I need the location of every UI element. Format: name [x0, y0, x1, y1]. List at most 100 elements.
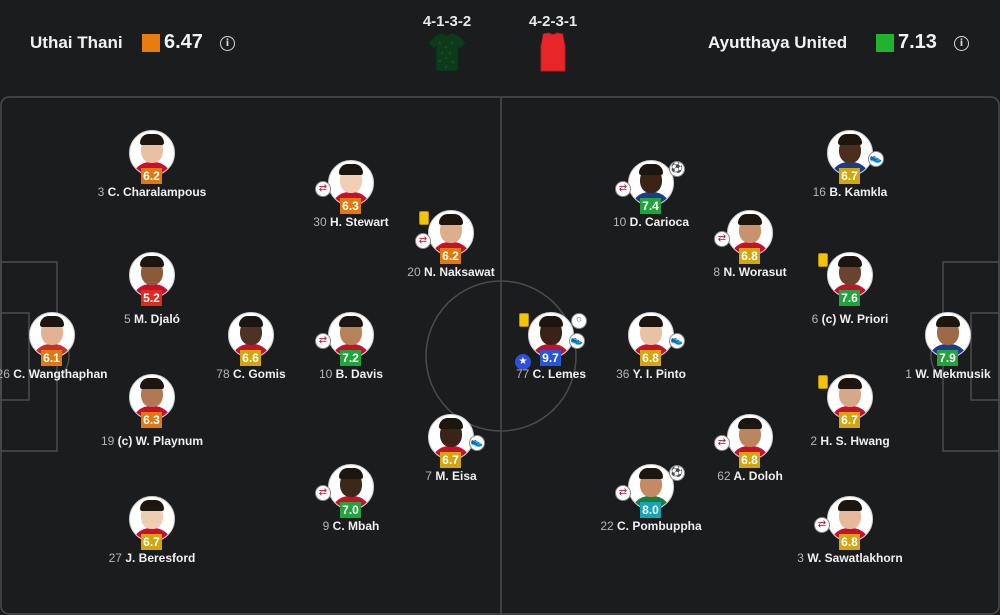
home-team-rating: 6.47 — [164, 31, 203, 53]
player-card[interactable]: 👟 6.7 7 M. Eisa — [391, 414, 511, 494]
substitution-icon: ⇄ — [615, 181, 631, 197]
player-number: 10 — [612, 215, 627, 229]
player-name-text: N. Naksawat — [424, 265, 495, 279]
player-card[interactable]: ⇄ 6.8 62 A. Doloh — [690, 414, 810, 494]
home-info-icon[interactable]: i — [220, 36, 235, 51]
assist-boot-icon: 👟 — [469, 435, 485, 451]
away-team-name[interactable]: Ayutthaya United — [708, 33, 848, 52]
player-card[interactable]: 5.2 5 M. Djaló — [92, 252, 212, 332]
player-name-text: C. Gomis — [233, 367, 286, 381]
player-name: 9 C. Mbah — [271, 519, 431, 534]
player-name-text: (c) W. Playnum — [117, 434, 204, 448]
player-rating: 6.8 — [640, 350, 661, 366]
player-rating: 6.7 — [839, 412, 860, 428]
player-name: 20 N. Naksawat — [371, 265, 531, 280]
player-name-text: Y. I. Pinto — [632, 367, 686, 381]
player-number: 3 — [97, 185, 105, 199]
missed-penalty-icon: ⚪ — [571, 313, 587, 329]
goal-ball-icon: ⚽ — [669, 161, 685, 177]
player-name: 27 J. Beresford — [72, 551, 232, 566]
player-name-text: B. Kamkla — [829, 185, 888, 199]
player-name-text: C. Charalampous — [107, 185, 207, 199]
player-name-text: N. Worasut — [723, 265, 787, 279]
player-name: 16 B. Kamkla — [770, 185, 930, 200]
away-info-icon[interactable]: i — [954, 36, 969, 51]
player-name-text: H. S. Hwang — [820, 434, 890, 448]
player-name: 22 C. Pombuppha — [571, 519, 731, 534]
player-number: 1 — [905, 367, 912, 381]
player-card[interactable]: ⇄ 6.3 30 H. Stewart — [291, 160, 411, 240]
player-name: 10 B. Davis — [271, 367, 431, 382]
player-card[interactable]: 7.9 1 W. Mekmusik — [888, 312, 1000, 392]
player-name: 8 N. Worasut — [670, 265, 830, 280]
player-name: 30 H. Stewart — [271, 215, 431, 230]
player-rating: 6.3 — [141, 412, 162, 428]
player-name: 1 W. Mekmusik — [868, 367, 1000, 382]
player-rating: 6.2 — [141, 168, 162, 184]
assist-boot-icon: 👟 — [569, 333, 585, 349]
player-rating: 6.7 — [839, 168, 860, 184]
player-number: 2 — [810, 434, 817, 448]
player-card[interactable]: 6.7 27 J. Beresford — [92, 496, 212, 576]
player-card[interactable]: 6.3 19 (c) W. Playnum — [92, 374, 212, 454]
away-team-rating: 7.13 — [898, 31, 937, 53]
player-name-text: C. Pombuppha — [617, 519, 702, 533]
player-name-text: D. Carioca — [629, 215, 690, 229]
player-name: 36 Y. I. Pinto — [571, 367, 731, 382]
assist-boot-icon: 👟 — [669, 333, 685, 349]
player-rating: 5.2 — [141, 290, 162, 306]
player-name-text: (c) W. Priori — [821, 312, 889, 326]
yellow-card-icon — [419, 211, 429, 225]
player-card[interactable]: ⇄ 7.2 10 B. Davis — [291, 312, 411, 392]
player-card[interactable]: ⚪ 👟 ★ 9.7 77 C. Lemes — [491, 312, 611, 392]
player-rating: 6.8 — [739, 248, 760, 264]
player-number: 6 — [811, 312, 819, 326]
player-name-text: M. Djaló — [134, 312, 181, 326]
player-name: 5 M. Djaló — [72, 312, 232, 327]
player-rating: 6.1 — [41, 350, 62, 366]
player-number: 19 — [100, 434, 115, 448]
player-name-text: C. Wangthaphan — [13, 367, 108, 381]
player-name-text: C. Mbah — [332, 519, 380, 533]
player-card[interactable]: ⚽ ⇄ 7.4 10 D. Carioca — [591, 160, 711, 240]
player-number: 26 — [0, 367, 10, 381]
player-card[interactable]: 6.6 78 C. Gomis — [191, 312, 311, 392]
player-card[interactable]: ⇄ 6.2 20 N. Naksawat — [391, 210, 511, 290]
home-rating-badge — [142, 34, 160, 52]
home-team-name[interactable]: Uthai Thani — [30, 33, 123, 52]
away-kit-icon — [532, 31, 574, 73]
match-header: Uthai Thani 6.47 i 4-1-3-2 4-2-3-1 Ayutt… — [0, 0, 1000, 90]
player-number: 62 — [717, 469, 731, 483]
player-rating: 6.3 — [340, 198, 361, 214]
player-rating: 7.6 — [839, 290, 860, 306]
center-circle — [425, 280, 577, 432]
player-card[interactable]: ⇄ 6.8 8 N. Worasut — [690, 210, 810, 290]
player-number: 77 — [515, 367, 530, 381]
player-card[interactable]: 6.2 3 C. Charalampous — [92, 130, 212, 210]
player-card[interactable]: 6.7 2 H. S. Hwang — [790, 374, 910, 454]
player-name: 6 (c) W. Priori — [770, 312, 930, 327]
player-rating: 6.8 — [839, 534, 860, 550]
player-card[interactable]: 👟 6.8 36 Y. I. Pinto — [591, 312, 711, 392]
player-name: 10 D. Carioca — [571, 215, 731, 230]
player-number: 8 — [713, 265, 721, 279]
player-card[interactable]: ⇄ 6.8 3 W. Sawatlakhorn — [790, 496, 910, 576]
player-name: 7 M. Eisa — [371, 469, 531, 484]
home-formation: 4-1-3-2 — [422, 13, 472, 30]
player-number: 9 — [322, 519, 330, 533]
assist-boot-icon: 👟 — [868, 151, 884, 167]
player-card[interactable]: 6.1 26 C. Wangthaphan — [0, 312, 112, 392]
player-rating: 8.0 — [640, 502, 661, 518]
player-card[interactable]: ⇄ 7.0 9 C. Mbah — [291, 464, 411, 544]
player-name: 77 C. Lemes — [471, 367, 631, 382]
player-name-text: M. Eisa — [435, 469, 477, 483]
player-number: 5 — [123, 312, 131, 326]
player-card[interactable]: 7.6 6 (c) W. Priori — [790, 252, 910, 332]
player-rating: 7.0 — [340, 502, 361, 518]
player-card[interactable]: ⚽ ⇄ 8.0 22 C. Pombuppha — [591, 464, 711, 544]
player-name: 3 C. Charalampous — [72, 185, 232, 200]
player-card[interactable]: 👟 6.7 16 B. Kamkla — [790, 130, 910, 210]
substitution-icon: ⇄ — [615, 485, 631, 501]
player-rating: 6.8 — [739, 452, 760, 468]
